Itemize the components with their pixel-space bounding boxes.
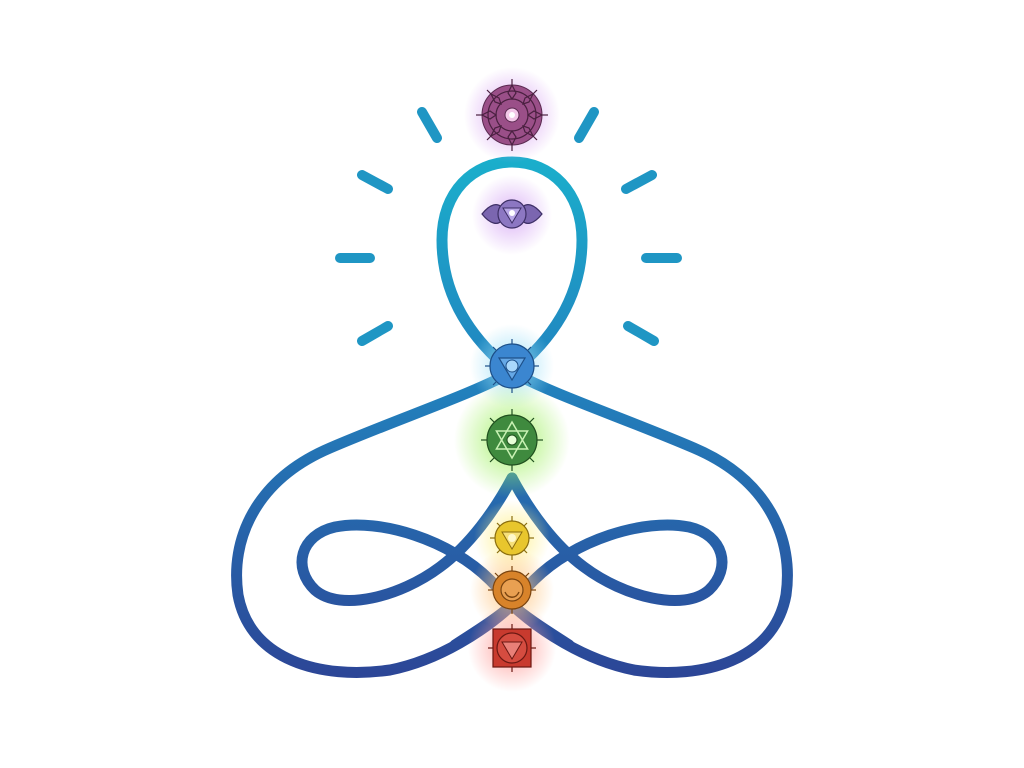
third-eye-chakra-icon	[481, 199, 543, 229]
ray-right-top	[574, 107, 599, 143]
ray-left-upper	[357, 170, 393, 194]
root-chakra-icon	[488, 624, 536, 672]
throat-chakra-icon	[485, 339, 539, 393]
ray-left-top	[417, 107, 442, 143]
solar-plexus-chakra-icon	[490, 516, 534, 560]
ray-right-upper	[621, 170, 657, 194]
body-left-outline	[231, 366, 518, 678]
radiant-rays	[335, 107, 682, 346]
crown-chakra-icon	[476, 79, 548, 151]
body-right-outline	[506, 366, 793, 678]
sacral-chakra-icon	[488, 566, 536, 614]
ray-right-lower	[623, 321, 659, 346]
ray-left-lower	[357, 321, 393, 346]
heart-chakra-icon	[481, 409, 543, 471]
